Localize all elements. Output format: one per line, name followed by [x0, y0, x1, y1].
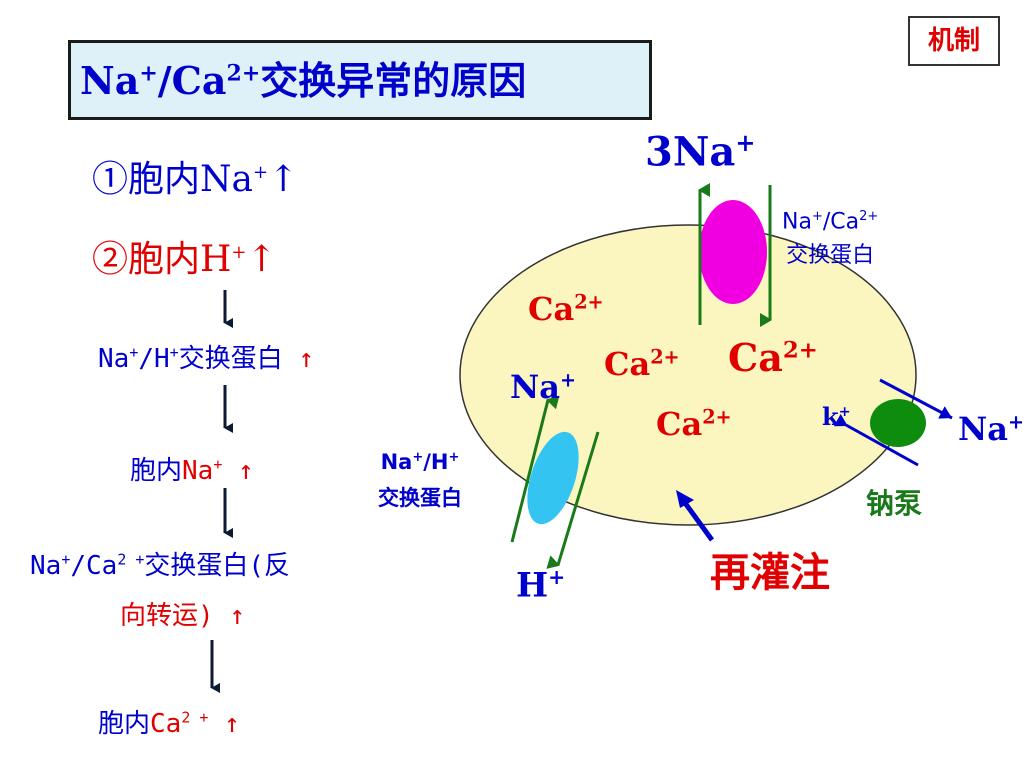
- mechanism-tag: 机制: [908, 16, 1000, 66]
- step-ncx-reverse: Na+/Ca2 +交换蛋白(反: [30, 550, 291, 581]
- cause-intracellular-h: ②胞内H+↑: [92, 239, 277, 280]
- cause-intracellular-na: ①胞内Na+↑: [92, 159, 299, 200]
- ion-na-out: Na+: [958, 410, 1024, 448]
- reperfusion-label: 再灌注: [710, 550, 830, 596]
- ion-ca-3: Ca2+: [728, 335, 818, 380]
- step-ncx-reverse-line2: 向转运) ↑: [120, 601, 245, 631]
- flow-arrows: [210, 290, 233, 693]
- ion-ca-4: Ca2+: [656, 405, 732, 443]
- sodium-pump-label: 钠泵: [866, 487, 923, 520]
- sodium-pump-protein: [870, 399, 926, 447]
- up-arrow-icon: ↑: [229, 601, 245, 631]
- h-out-arrow: [546, 431, 600, 569]
- step-nhe-up: Na+/H+交换蛋白 ↑: [98, 343, 315, 374]
- nhe-protein: [527, 431, 579, 525]
- up-arrow-icon: ↑: [246, 239, 277, 280]
- nhe-label: Na+/H+交换蛋白: [378, 450, 462, 510]
- pump-na-arrow: [879, 378, 953, 420]
- up-arrow-icon: ↑: [298, 344, 315, 374]
- ion-na-in: Na+: [510, 368, 577, 406]
- up-arrow-icon: ↑: [238, 456, 254, 486]
- ion-h-out: H+: [516, 565, 566, 606]
- ion-3na: 3Na+: [645, 128, 756, 176]
- ion-k: k+: [822, 402, 851, 431]
- step-intracellular-na-up: 胞内Na+ ↑: [130, 455, 254, 486]
- reperfusion-arrow-head: [676, 490, 694, 508]
- up-arrow-icon: ↑: [268, 159, 299, 200]
- ncx-protein: [699, 200, 767, 304]
- step-intracellular-ca-up: 胞内Ca2 + ↑: [98, 708, 240, 739]
- title-box: [68, 40, 652, 120]
- ion-ca-1: Ca2+: [528, 290, 604, 328]
- ion-ca-2: Ca2+: [604, 345, 680, 383]
- ncx-label: Na+/Ca2+交换蛋白: [782, 209, 879, 269]
- na-in-arrow: [510, 395, 560, 543]
- pump-k-arrow: [833, 414, 919, 467]
- page-title: Na+/Ca2+交换异常的原因: [80, 58, 527, 103]
- up-arrow-icon: ↑: [224, 709, 240, 739]
